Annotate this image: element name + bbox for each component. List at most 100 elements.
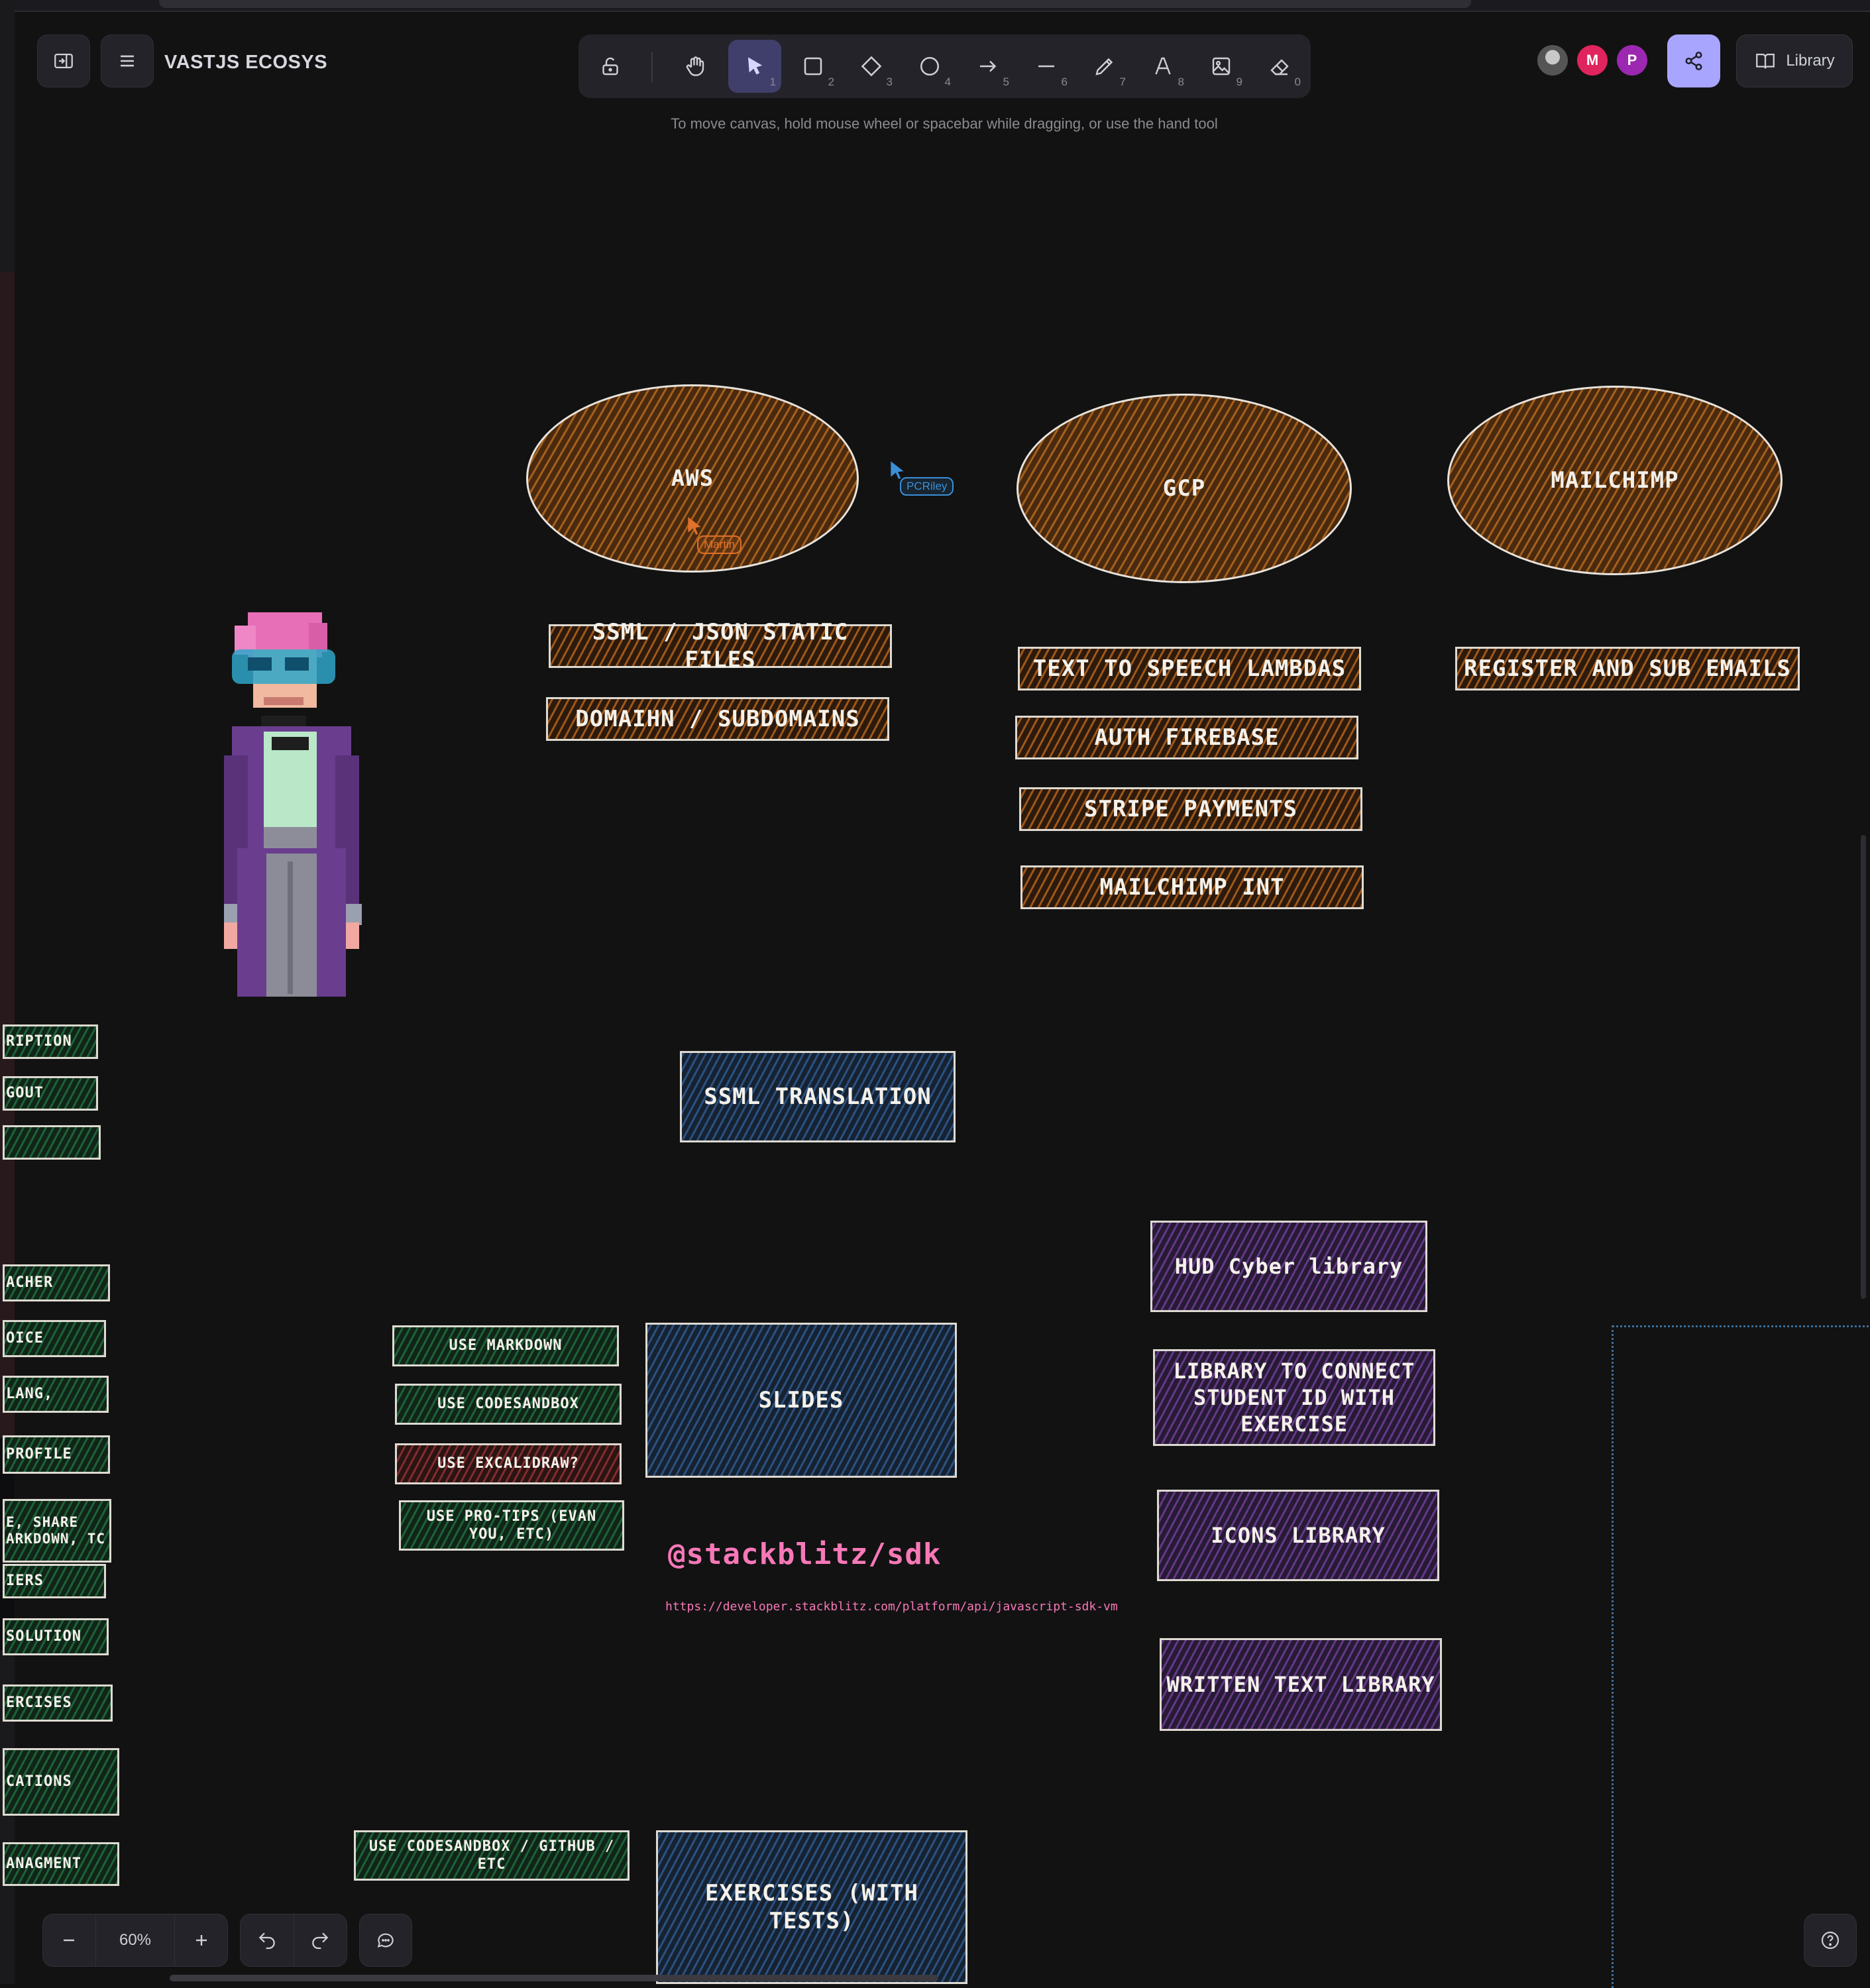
clipped-item[interactable]: ERCISES <box>3 1684 113 1722</box>
share-button[interactable] <box>1667 34 1720 87</box>
document-title[interactable]: VASTJS ECOSYS <box>164 52 328 73</box>
gcp-item[interactable]: STRIPE PAYMENTS <box>1019 787 1362 831</box>
cursor-martin <box>687 516 704 540</box>
cursor-label-martin: Martin <box>697 535 742 554</box>
stackblitz-link[interactable]: https://developer.stackblitz.com/platfor… <box>665 1600 1118 1614</box>
library-item[interactable]: LIBRARY TO CONNECT STUDENT ID WITH EXERC… <box>1153 1349 1435 1446</box>
slides-box[interactable]: SLIDES <box>645 1323 957 1478</box>
tool-shortcut: 5 <box>1003 76 1009 88</box>
stackblitz-title[interactable]: @stackblitz/sdk <box>668 1537 942 1571</box>
exercises-box[interactable]: EXERCISES (WITH TESTS) <box>656 1830 967 1984</box>
line-icon <box>1038 65 1054 68</box>
tool-shortcut: 9 <box>1236 76 1242 88</box>
collaborator-avatar-m[interactable]: M <box>1577 45 1608 76</box>
zoom-in-button[interactable] <box>175 1914 227 1967</box>
collaborator-avatar-p[interactable]: P <box>1617 45 1647 76</box>
character-illustration <box>224 612 362 997</box>
collaborator-avatar[interactable] <box>1537 45 1568 76</box>
ellipse-mailchimp[interactable]: MAILCHIMP <box>1447 386 1783 575</box>
tool-rectangle[interactable]: 2 <box>787 40 840 93</box>
clipped-item[interactable]: ANAGMENT <box>3 1842 119 1886</box>
library-item[interactable]: ICONS LIBRARY <box>1157 1490 1439 1581</box>
frame-dashed-outline[interactable] <box>1612 1325 1870 1988</box>
option-item[interactable]: USE CODESANDBOX <box>395 1384 622 1425</box>
tool-arrow[interactable]: 5 <box>962 40 1015 93</box>
tool-shortcut: 6 <box>1061 76 1068 88</box>
gcp-item[interactable]: TEXT TO SPEECH LAMBDAS <box>1018 647 1361 690</box>
pointer-icon <box>891 461 904 479</box>
comment-button[interactable] <box>360 1914 412 1967</box>
option-item[interactable]: USE PRO-TIPS (EVAN YOU, ETC) <box>399 1500 624 1551</box>
ellipse-icon <box>920 56 940 76</box>
gcp-item[interactable]: MAILCHIMP INT <box>1020 865 1364 909</box>
clipped-item[interactable]: E, SHARE ARKDOWN, TC <box>3 1499 111 1563</box>
comment-icon <box>377 1933 394 1948</box>
clipped-item[interactable]: GOUT <box>3 1076 98 1111</box>
gcp-item[interactable]: AUTH FIREBASE <box>1015 716 1358 759</box>
tool-eraser[interactable]: 0 <box>1253 40 1306 93</box>
tool-lock[interactable] <box>584 40 637 93</box>
redo-icon <box>312 1932 329 1950</box>
tool-shortcut: 1 <box>769 76 776 88</box>
text-icon <box>1155 57 1171 75</box>
pointer-icon <box>688 517 701 535</box>
lock-icon <box>602 57 618 76</box>
vertical-scrollbar[interactable] <box>1861 835 1866 1299</box>
ellipse-label: AWS <box>671 465 714 492</box>
clipped-item[interactable]: RIPTION <box>3 1024 98 1059</box>
clipped-item[interactable]: CATIONS <box>3 1748 119 1816</box>
zoom-out-button[interactable] <box>43 1914 95 1967</box>
ssml-translation-box[interactable]: SSML TRANSLATION <box>680 1051 956 1142</box>
help-button[interactable] <box>1804 1914 1856 1967</box>
tool-shortcut: 2 <box>828 76 834 88</box>
library-item[interactable]: HUD Cyber library <box>1150 1221 1427 1312</box>
toolbar-separator <box>651 52 653 82</box>
tool-shortcut: 3 <box>886 76 893 88</box>
rectangle-icon <box>804 57 822 76</box>
tool-pencil[interactable]: 7 <box>1078 40 1131 93</box>
option-item[interactable]: USE CODESANDBOX / GITHUB / ETC <box>354 1830 630 1881</box>
clipped-item[interactable]: LANG, <box>3 1376 109 1413</box>
tool-shortcut: 7 <box>1119 76 1126 88</box>
clipped-item[interactable]: OICE <box>3 1320 106 1357</box>
tool-ellipse[interactable]: 4 <box>903 40 956 93</box>
aws-item[interactable]: SSML / JSON STATIC FILES <box>549 619 892 673</box>
library-label: Library <box>1786 52 1835 70</box>
top-scrollbar[interactable] <box>159 0 1471 8</box>
redo-button[interactable] <box>294 1914 347 1967</box>
tool-image[interactable]: 9 <box>1195 40 1248 93</box>
canvas-hint: To move canvas, hold mouse wheel or spac… <box>671 115 1218 132</box>
clipped-item[interactable]: SOLUTION <box>3 1618 109 1655</box>
mailchimp-item[interactable]: REGISTER AND SUB EMAILS <box>1455 647 1800 690</box>
tool-selection[interactable]: 1 <box>728 40 781 93</box>
tool-line[interactable]: 6 <box>1020 40 1073 93</box>
undo-button[interactable] <box>241 1914 294 1967</box>
aws-item[interactable]: DOMAIHN / SUBDOMAINS <box>546 697 889 741</box>
library-button[interactable]: Library <box>1736 34 1853 87</box>
library-item[interactable]: WRITTEN TEXT LIBRARY <box>1160 1638 1442 1731</box>
hand-icon <box>686 56 704 76</box>
share-icon <box>1685 51 1702 71</box>
option-item[interactable]: USE MARKDOWN <box>392 1325 619 1366</box>
clipped-item[interactable] <box>3 1125 101 1160</box>
left-edge-strip <box>0 272 15 1438</box>
tool-text[interactable]: 8 <box>1136 40 1189 93</box>
main-menu-button[interactable] <box>101 34 154 87</box>
zoom-reset-button[interactable]: 60% <box>95 1914 176 1967</box>
book-icon <box>1756 53 1775 69</box>
ellipse-aws[interactable]: AWS <box>526 384 859 573</box>
help-control <box>1804 1914 1857 1967</box>
selection-icon <box>747 57 763 75</box>
ellipse-label: GCP <box>1162 475 1206 502</box>
ellipse-gcp[interactable]: GCP <box>1017 394 1352 583</box>
clipped-item[interactable]: PROFILE <box>3 1435 110 1474</box>
sidebar-toggle-button[interactable] <box>37 34 90 87</box>
horizontal-scrollbar[interactable] <box>170 1975 938 1981</box>
tool-diamond[interactable]: 3 <box>845 40 898 93</box>
option-item[interactable]: USE EXCALIDRAW? <box>395 1443 622 1484</box>
clipped-item[interactable]: ACHER <box>3 1264 110 1301</box>
comment-control <box>359 1914 412 1967</box>
help-icon <box>1821 1931 1840 1950</box>
tool-hand[interactable] <box>669 40 722 93</box>
clipped-item[interactable]: IERS <box>3 1564 106 1598</box>
